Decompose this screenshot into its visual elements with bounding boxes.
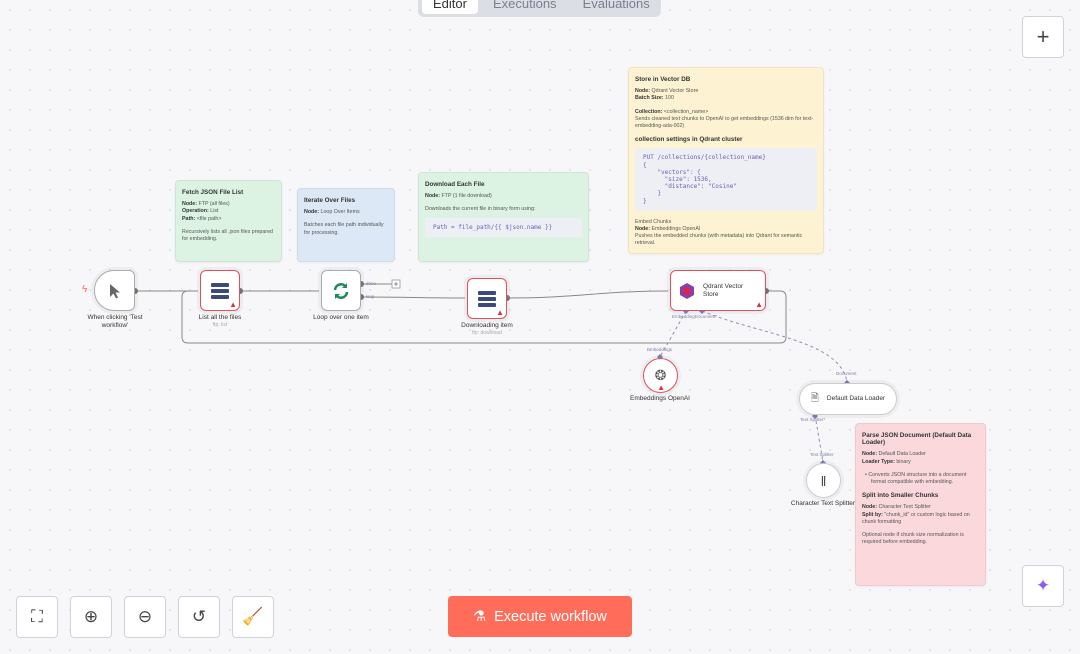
zoom-out-icon: ⊖	[137, 607, 153, 626]
add-node-panel-button[interactable]: +	[1022, 16, 1064, 58]
flask-icon: ⚗	[473, 608, 487, 625]
fullscreen-icon: ⛶	[31, 607, 43, 626]
node-qdrant[interactable]: Qdrant Vector Store ▲	[670, 270, 766, 311]
refresh-icon	[333, 282, 349, 299]
zoom-in-icon: ⊕	[83, 607, 99, 626]
conn-download-qdrant	[506, 290, 669, 299]
reset-zoom-button[interactable]: ↺	[178, 596, 220, 638]
node-list-files[interactable]: ▲	[200, 270, 240, 311]
node-embeddings-openai[interactable]: ❂▲	[643, 358, 678, 393]
splitter-icon: ‖	[820, 472, 827, 489]
qdrant-icon	[680, 282, 694, 299]
plus-icon: +	[1036, 24, 1050, 49]
view-tabs: Editor Executions Evaluations	[418, 0, 661, 17]
cursor-icon	[109, 283, 120, 298]
node-downloading[interactable]: ▲	[467, 278, 507, 319]
sticky-iterate[interactable]: Iterate Over Files Node: Loop Over Items…	[297, 188, 395, 262]
tab-editor[interactable]: Editor	[422, 0, 478, 14]
tidy-up-button[interactable]: 🧹	[232, 596, 274, 638]
sticky-parse[interactable]: Parse JSON Document (Default Data Loader…	[855, 423, 986, 586]
node-default-data-loader[interactable]: 🗎 Default Data Loader	[799, 383, 897, 415]
sparkle-icon: ✦	[1035, 576, 1051, 595]
undo-icon: ↺	[191, 607, 207, 626]
sticky-fetch[interactable]: Fetch JSON File List Node: FTP (all file…	[175, 180, 282, 262]
openai-icon: ❂	[654, 367, 667, 383]
sticky-download[interactable]: Download Each File Node: FTP (1 file dow…	[418, 172, 589, 262]
zoom-in-button[interactable]: ⊕	[70, 596, 112, 638]
trigger-bolt-icon: ϟ	[82, 284, 88, 295]
conn-loop-download	[360, 296, 466, 299]
document-icon: 🗎	[810, 392, 819, 404]
conn-qdrant-loop-back	[181, 290, 787, 344]
warning-icon: ▲	[229, 300, 237, 309]
broom-icon: 🧹	[242, 607, 264, 626]
tab-executions[interactable]: Executions	[492, 0, 557, 11]
execute-workflow-button[interactable]: ⚗Execute workflow	[448, 596, 632, 637]
node-character-text-splitter[interactable]: ‖	[806, 463, 841, 498]
node-loop[interactable]	[321, 270, 361, 311]
node-trigger[interactable]	[94, 270, 135, 311]
sticky-store[interactable]: Store in Vector DB Node: Qdrant Vector S…	[628, 67, 824, 254]
tab-evaluations[interactable]: Evaluations	[582, 0, 650, 11]
node-label: When clicking 'Test workflow'	[87, 314, 143, 329]
zoom-out-button[interactable]: ⊖	[124, 596, 166, 638]
ai-assistant-button[interactable]: ✦	[1022, 565, 1064, 607]
server-icon	[478, 290, 496, 307]
server-icon	[211, 282, 229, 299]
fit-view-button[interactable]: ⛶	[16, 596, 58, 638]
note-title: Fetch JSON File List	[182, 189, 244, 196]
